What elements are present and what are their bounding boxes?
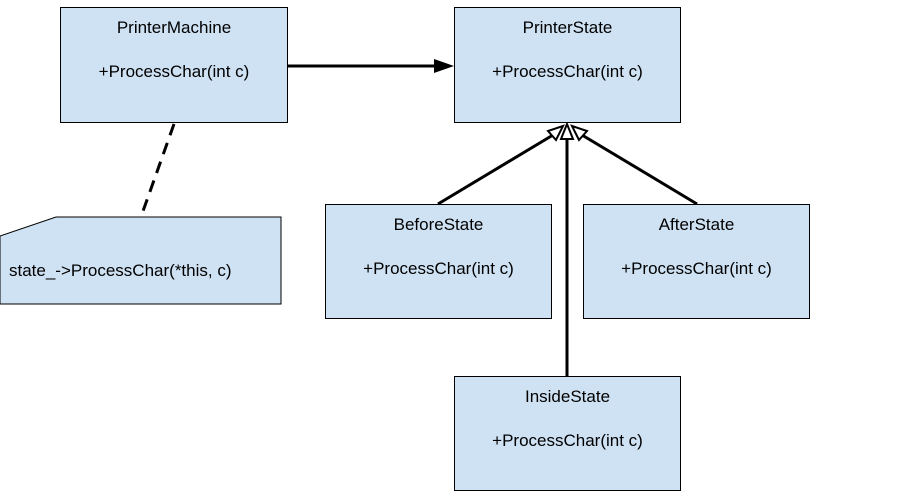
class-before-state: BeforeState +ProcessChar(int c)	[325, 204, 552, 319]
inheritance-arrowhead-before	[546, 124, 565, 142]
class-name: InsideState	[524, 387, 611, 406]
class-name: PrinterMachine	[116, 18, 232, 37]
class-printer-machine: PrinterMachine +ProcessChar(int c)	[60, 7, 288, 123]
inheritance-line-before	[437, 133, 554, 206]
class-name: AfterState	[658, 215, 735, 234]
class-name: BeforeState	[393, 215, 484, 234]
inheritance-line-after	[581, 133, 698, 206]
note-text: state_->ProcessChar(*this, c)	[9, 261, 232, 280]
inheritance-arrowhead-inside	[559, 121, 575, 140]
class-method: +ProcessChar(int c)	[492, 431, 643, 450]
class-inside-state: InsideState +ProcessChar(int c)	[454, 376, 681, 491]
class-method: +ProcessChar(int c)	[492, 62, 643, 81]
class-method: +ProcessChar(int c)	[363, 259, 514, 278]
note-shape	[0, 216, 282, 305]
inheritance-arrowhead-after	[570, 124, 589, 142]
class-after-state: AfterState +ProcessChar(int c)	[583, 204, 810, 319]
note-connector-line	[140, 123, 176, 215]
association-arrowhead	[434, 59, 454, 73]
class-name: PrinterState	[522, 18, 613, 37]
class-printer-state: PrinterState +ProcessChar(int c)	[454, 7, 681, 123]
class-method: +ProcessChar(int c)	[621, 259, 772, 278]
class-method: +ProcessChar(int c)	[98, 62, 250, 81]
